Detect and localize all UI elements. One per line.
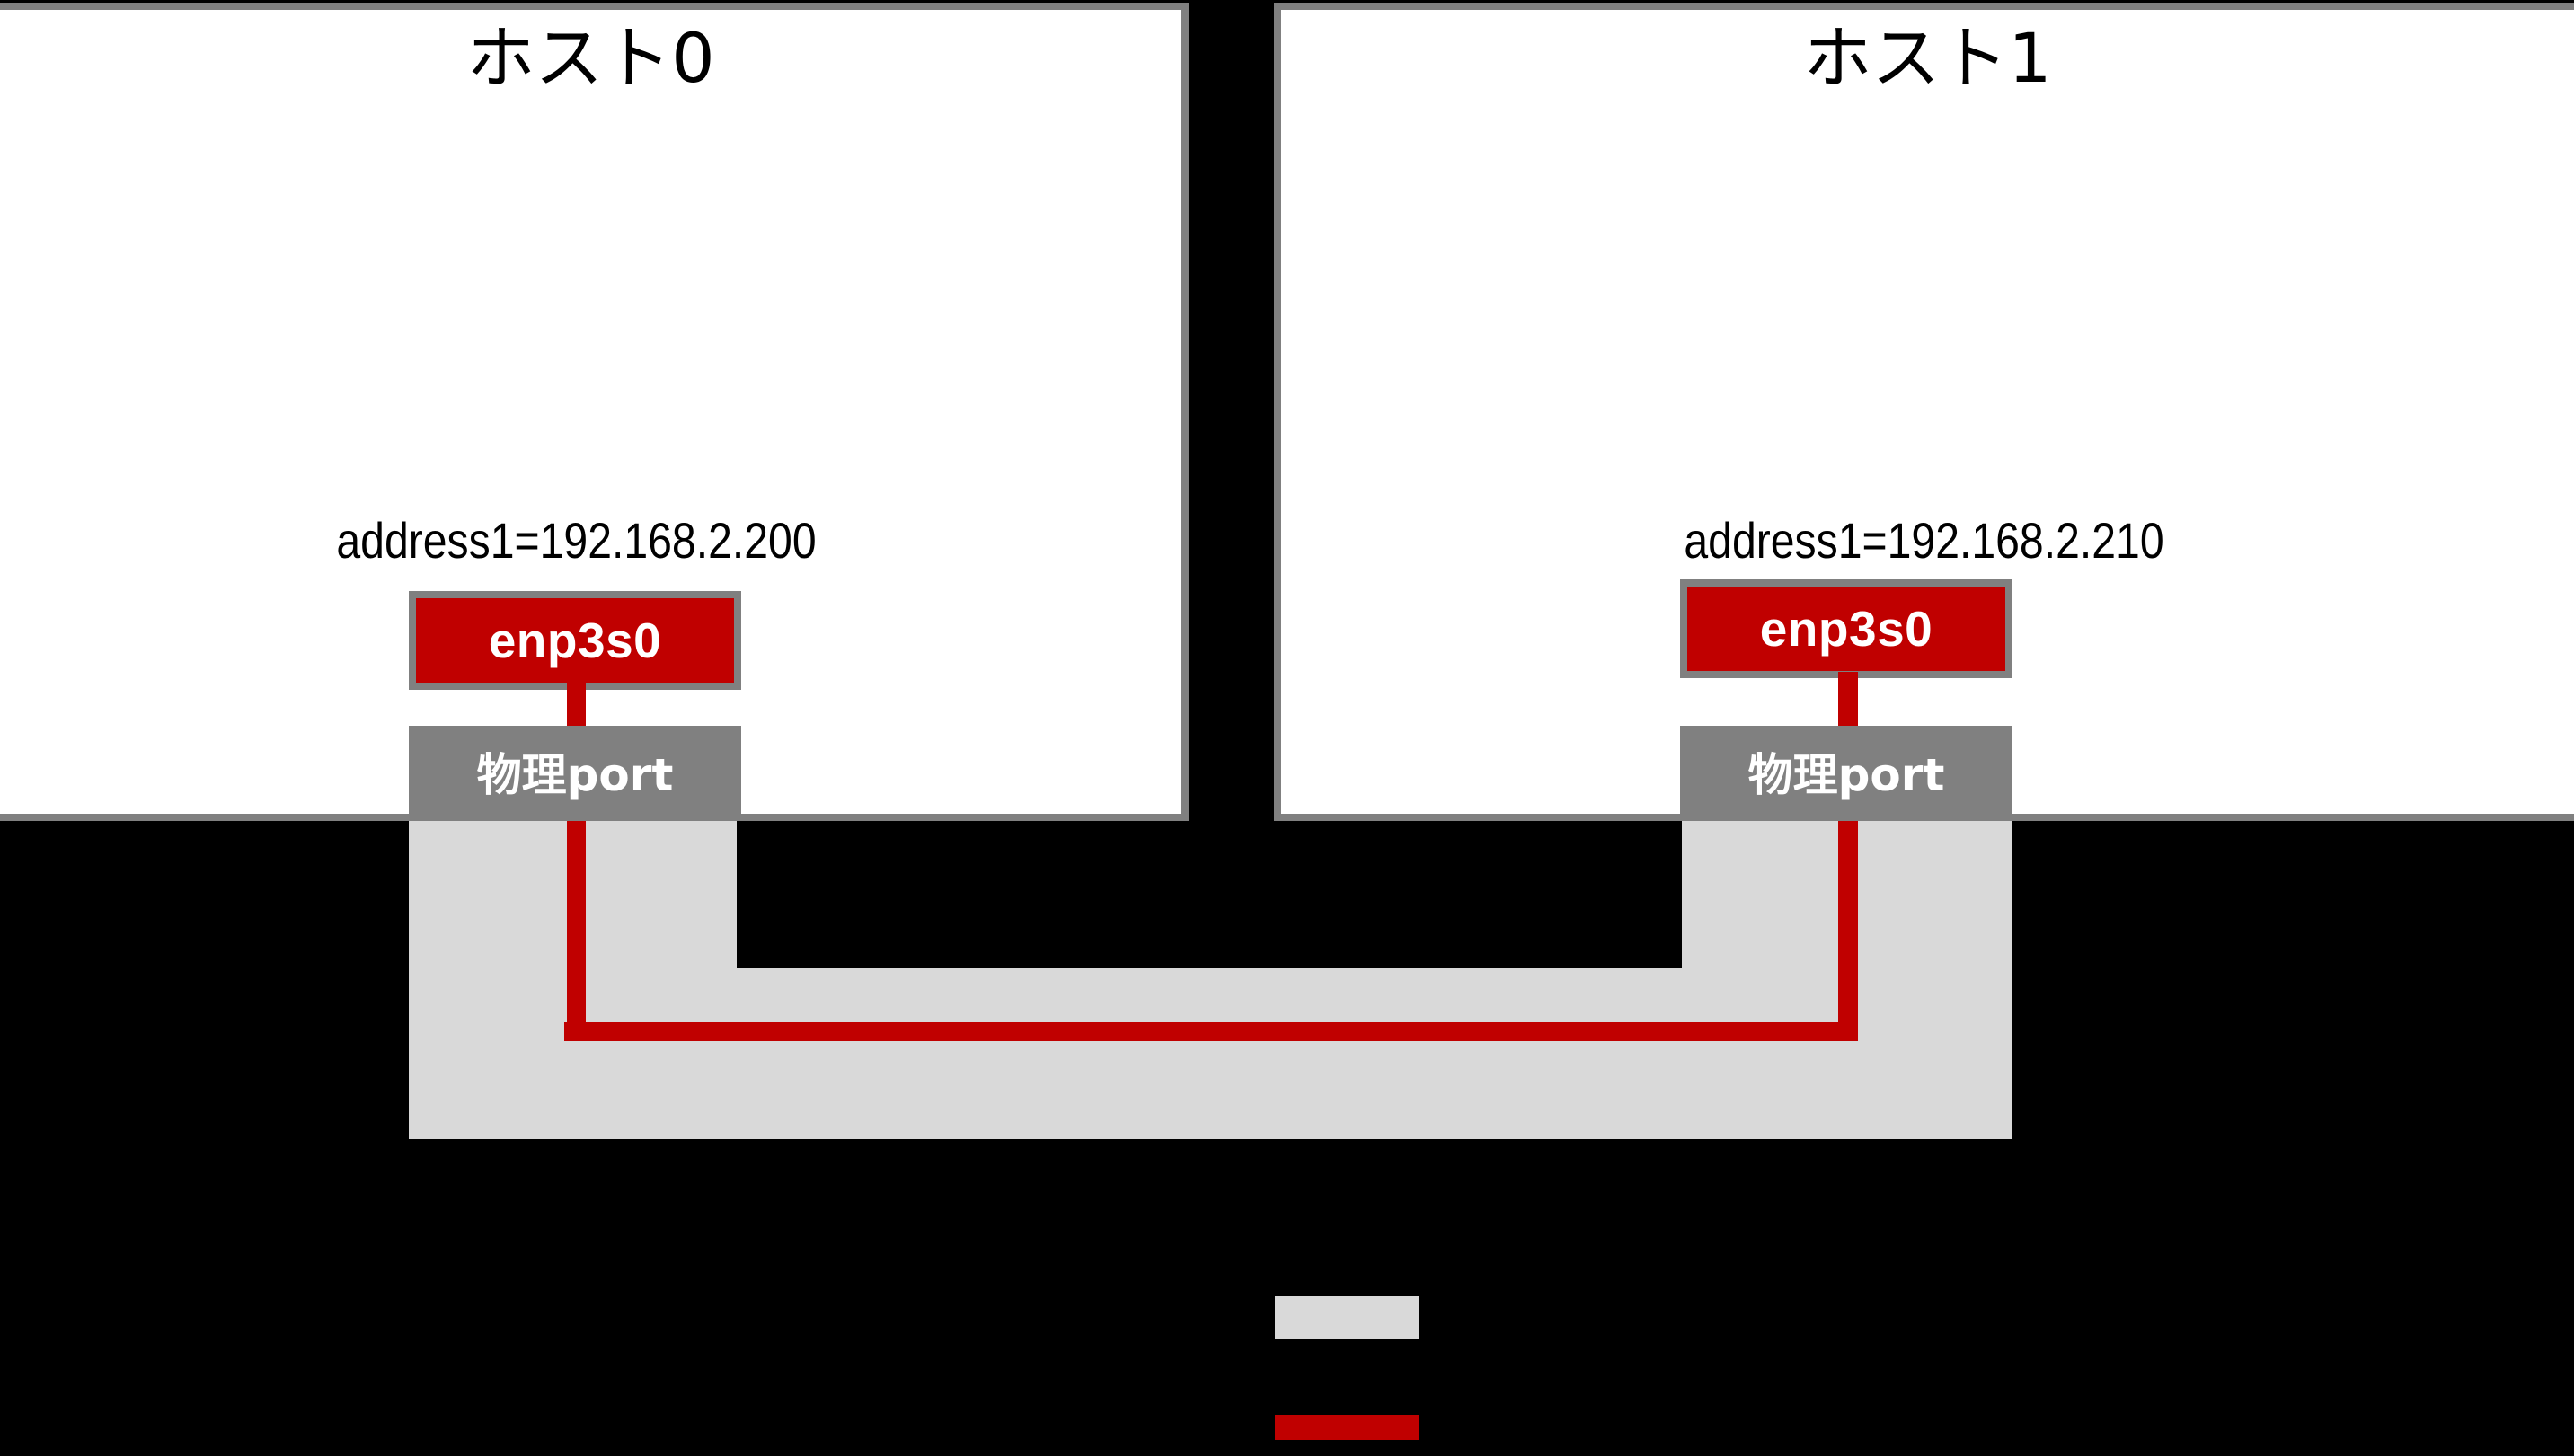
host-box-1: ホスト1 address1=192.168.2.210 [1274, 3, 2574, 821]
nic-box-1: enp3s0 [1680, 579, 2012, 678]
physical-port-label-0: 物理port [476, 749, 674, 801]
physical-port-box-1: 物理port [1680, 726, 2012, 817]
nic-box-0: enp3s0 [409, 591, 741, 690]
host-address-label-1: address1=192.168.2.210 [1684, 512, 2164, 569]
legend-swatch-cable-icon [1275, 1296, 1419, 1339]
physical-port-label-1: 物理port [1747, 749, 1945, 801]
signal-path-right-vertical [1838, 821, 1858, 1040]
host-box-0: ホスト0 address1=192.168.2.200 [0, 3, 1189, 821]
signal-path-horizontal [564, 1022, 1858, 1041]
physical-port-box-0: 物理port [409, 726, 741, 817]
cable-segment-bottom [409, 968, 2012, 1139]
host-address-label-0: address1=192.168.2.200 [336, 512, 817, 569]
signal-path-left-vertical [567, 821, 586, 1040]
nic-label-1: enp3s0 [1759, 601, 1933, 657]
nic-to-port-connector-1 [1838, 672, 1858, 729]
host-title-0: ホスト0 [466, 18, 715, 98]
nic-to-port-connector-0 [567, 683, 586, 729]
host-title-1: ホスト1 [1803, 18, 2052, 98]
legend-item-cable [1275, 1296, 1419, 1339]
legend [1275, 1296, 1419, 1440]
legend-swatch-signal-icon [1275, 1415, 1419, 1440]
nic-label-0: enp3s0 [488, 613, 662, 668]
